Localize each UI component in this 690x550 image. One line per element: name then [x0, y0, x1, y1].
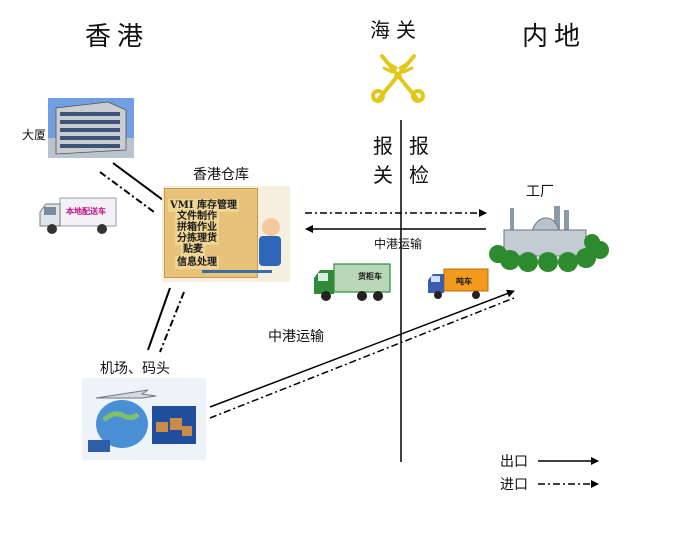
worker-body: [259, 236, 281, 266]
export-airport-factory-line: [209, 289, 515, 408]
building-warehouse-dashline: [99, 171, 155, 213]
small-truck-label: 吨车: [456, 276, 472, 286]
import-airport-factory-line: [209, 297, 515, 419]
warehouse-task-info: 信息处理: [175, 256, 219, 269]
small-truck-image: [428, 268, 489, 299]
factory-label: 工厂: [526, 184, 554, 200]
airport-port-image: [82, 378, 206, 460]
warehouse-task-vmi: VMI 库存管理: [168, 199, 239, 212]
warehouse-task-consolidation: 拼箱作业: [175, 221, 219, 234]
hand-truck: [202, 270, 272, 273]
declaration-char: 报: [373, 134, 393, 158]
worker-head: [262, 218, 280, 236]
warehouse-task-sorting: 分拣理货: [175, 232, 219, 245]
inspection-declaration-column: 报 检: [408, 132, 430, 190]
warehouse-airport-line: [147, 287, 171, 351]
warehouse-task-docs: 文件制作: [175, 210, 219, 223]
mainland-label: 内地: [522, 22, 587, 52]
declaration-char: 检: [409, 163, 429, 187]
factory-image: [489, 206, 609, 272]
declaration-char: 关: [373, 163, 393, 187]
container-truck-image: [314, 263, 391, 301]
office-building-image: [48, 98, 134, 158]
airport-port-label: 机场、码头: [100, 361, 170, 377]
customs-declaration-column: 报 关: [372, 132, 394, 190]
building-label: 大厦: [22, 128, 47, 142]
warehouse-task-labeling: 贴麦: [181, 243, 205, 256]
cross-border-label-upper: 中港运输: [374, 237, 423, 251]
container-truck-label: 货柜车: [358, 271, 382, 281]
customs-emblem-icon: [371, 54, 425, 103]
legend-export-label: 出口: [500, 454, 528, 470]
building-warehouse-line: [112, 162, 168, 204]
warehouse-label: 香港仓库: [193, 167, 249, 183]
local-delivery-van-image: [39, 197, 117, 234]
local-van-label: 本地配送车: [66, 206, 106, 216]
hong-kong-label: 香港: [85, 22, 150, 52]
customs-label: 海关: [370, 18, 422, 42]
warehouse-airport-dashline: [159, 291, 185, 353]
declaration-char: 报: [409, 134, 429, 158]
cross-border-label-lower: 中港运输: [268, 329, 324, 345]
legend-import-label: 进口: [500, 477, 528, 493]
